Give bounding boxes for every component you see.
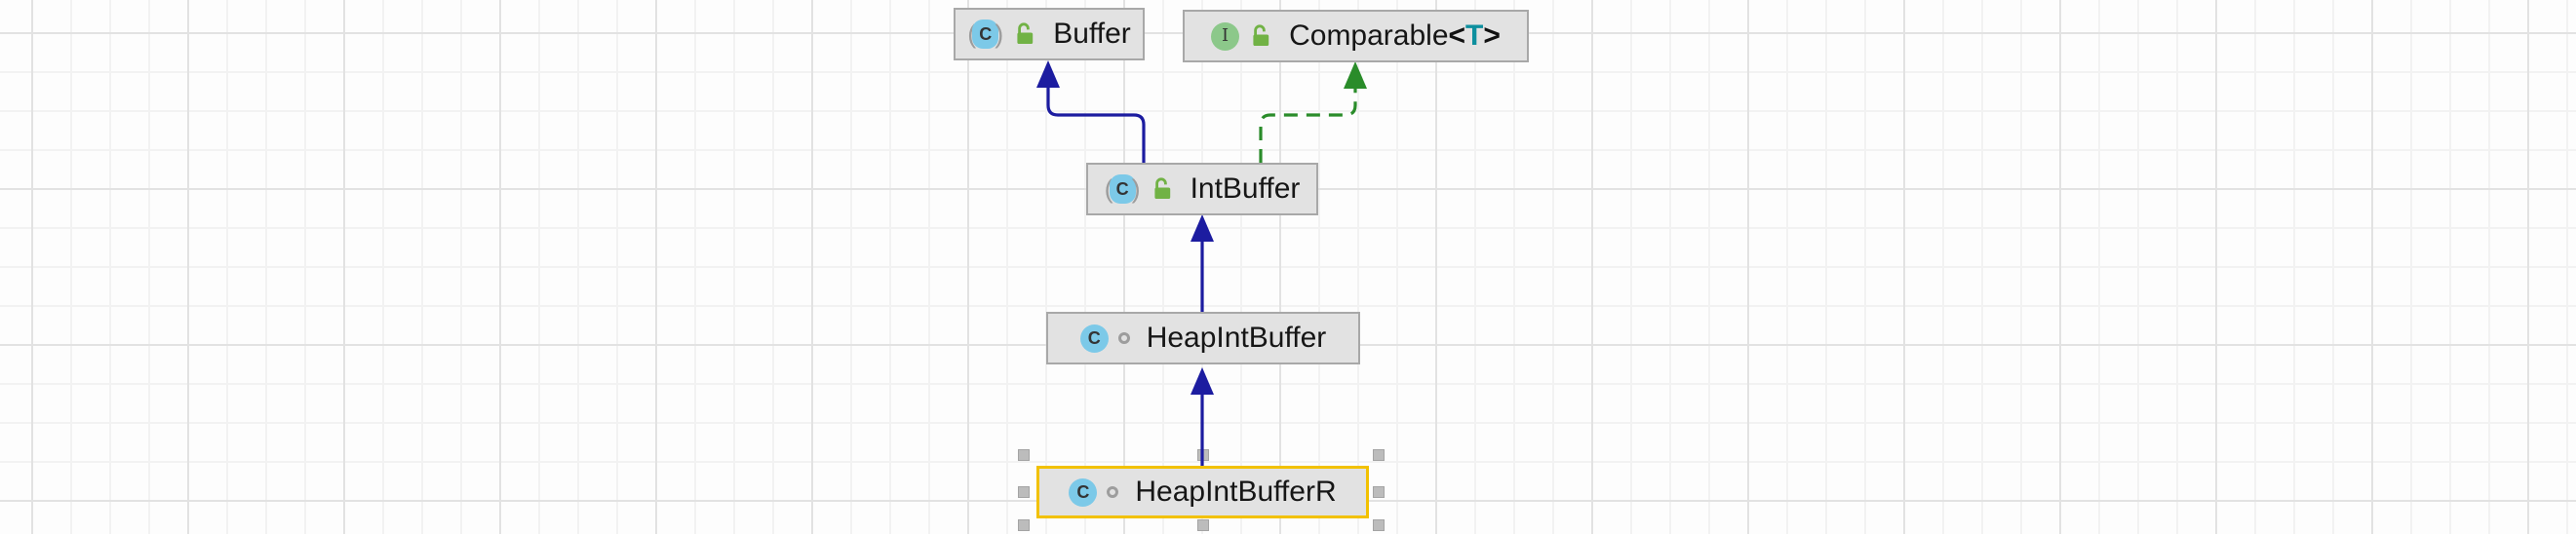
edge-intbuffer-extends-buffer[interactable] [1046, 86, 1146, 163]
arrowhead-heapintbufferr-extends-heapintbuffer [1190, 367, 1214, 395]
class-node-heapintbuffer[interactable]: C HeapIntBuffer [1046, 312, 1360, 364]
selection-handle-e[interactable] [1373, 486, 1385, 498]
interface-node-comparable[interactable]: I Comparable<T> [1183, 10, 1529, 62]
arrowhead-intbuffer-extends-buffer [1036, 60, 1060, 88]
edge-intbuffer-implements-comparable[interactable] [1259, 88, 1357, 163]
class-icon: C [1079, 324, 1109, 353]
class-node-heapintbufferr[interactable]: C HeapIntBufferR [1036, 466, 1369, 518]
generic-type-param: T [1465, 19, 1484, 52]
class-node-buffer[interactable]: ( C ) Buffer [954, 8, 1145, 60]
selection-handle-sw[interactable] [1018, 519, 1030, 531]
selection-handle-ne[interactable] [1373, 449, 1385, 461]
arrowhead-intbuffer-implements-comparable [1344, 61, 1367, 89]
package-local-visibility-icon [1107, 486, 1119, 498]
node-label: Buffer [1053, 18, 1131, 50]
class-icon-letter: C [972, 19, 999, 49]
class-node-intbuffer[interactable]: ( C ) IntBuffer [1086, 163, 1318, 215]
open-lock-icon [1249, 23, 1272, 49]
package-local-visibility-icon [1117, 332, 1130, 344]
node-label: IntBuffer [1190, 172, 1301, 205]
class-icon-letter: C [1109, 174, 1136, 204]
open-lock-icon [1151, 176, 1174, 202]
selection-handle-w[interactable] [1018, 486, 1030, 498]
node-label: Comparable<T> [1289, 19, 1501, 52]
open-lock-icon [1013, 21, 1036, 47]
selection-handle-nw[interactable] [1018, 449, 1030, 461]
arrowhead-heapintbuffer-extends-intbuffer [1190, 214, 1214, 242]
node-label: HeapIntBuffer [1146, 322, 1327, 354]
selection-handle-se[interactable] [1373, 519, 1385, 531]
node-label: HeapIntBufferR [1135, 476, 1337, 508]
abstract-class-icon: ( C ) [967, 19, 1003, 49]
selection-handles [1018, 449, 1385, 531]
selection-handle-s[interactable] [1196, 519, 1209, 531]
interface-icon: I [1211, 21, 1240, 51]
abstract-class-icon: ( C ) [1105, 174, 1141, 204]
class-icon: C [1069, 477, 1098, 507]
